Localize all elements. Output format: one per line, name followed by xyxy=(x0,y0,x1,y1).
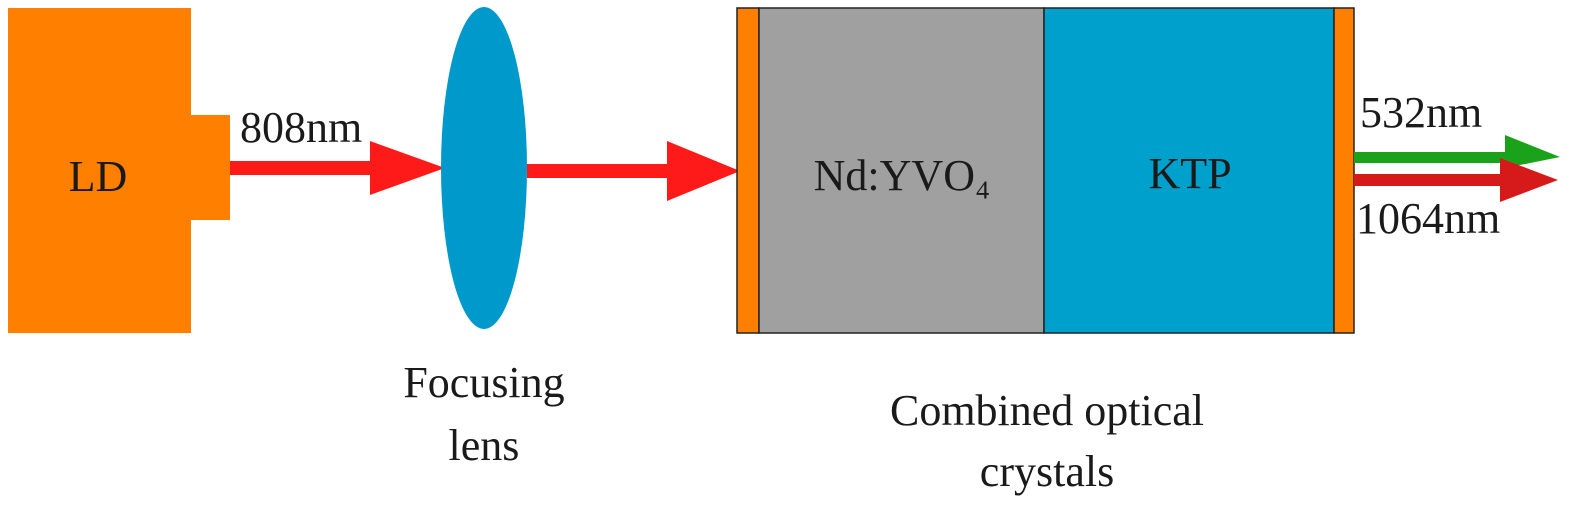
nd-yvo4-crystal xyxy=(758,7,1045,334)
output-beam-red-shaft xyxy=(1354,174,1514,186)
output-coating xyxy=(1333,7,1355,334)
lens-caption-line1: Focusing xyxy=(403,358,564,407)
pump-beam-arrow-1 xyxy=(230,141,445,195)
output-label-532: 532nm xyxy=(1360,88,1482,137)
output-beam-green xyxy=(1354,135,1560,168)
focusing-lens xyxy=(441,7,527,329)
pump-beam-shaft-1 xyxy=(230,161,380,175)
output-beam-green-head xyxy=(1505,135,1560,168)
lens-caption-line2: lens xyxy=(449,421,520,470)
output-label-1064: 1064nm xyxy=(1356,194,1500,243)
laser-diode-body xyxy=(8,8,191,333)
pump-beam-head-2 xyxy=(667,141,740,201)
ktp-crystal xyxy=(1043,7,1335,334)
combined-optical-crystals: Nd:YVO₄ KTP xyxy=(736,7,1355,334)
output-beam-red-head xyxy=(1500,158,1558,202)
laser-diode-label: LD xyxy=(69,152,128,201)
pump-beam-head-1 xyxy=(370,141,445,195)
pump-beam-arrow-2 xyxy=(527,141,740,201)
input-coating xyxy=(736,7,760,334)
output-beam-green-shaft xyxy=(1354,152,1519,163)
pump-beam-shaft-2 xyxy=(527,164,677,178)
ktp-label: KTP xyxy=(1148,149,1231,198)
crystals-caption-line2: crystals xyxy=(980,447,1114,496)
pump-wavelength-label: 808nm xyxy=(240,103,362,152)
laser-diode: LD xyxy=(8,8,230,333)
nd-yvo4-label: Nd:YVO₄ xyxy=(814,151,991,200)
output-beam-red xyxy=(1354,158,1558,202)
laser-diode-emitter xyxy=(190,115,230,220)
crystals-caption-line1: Combined optical xyxy=(890,386,1204,435)
